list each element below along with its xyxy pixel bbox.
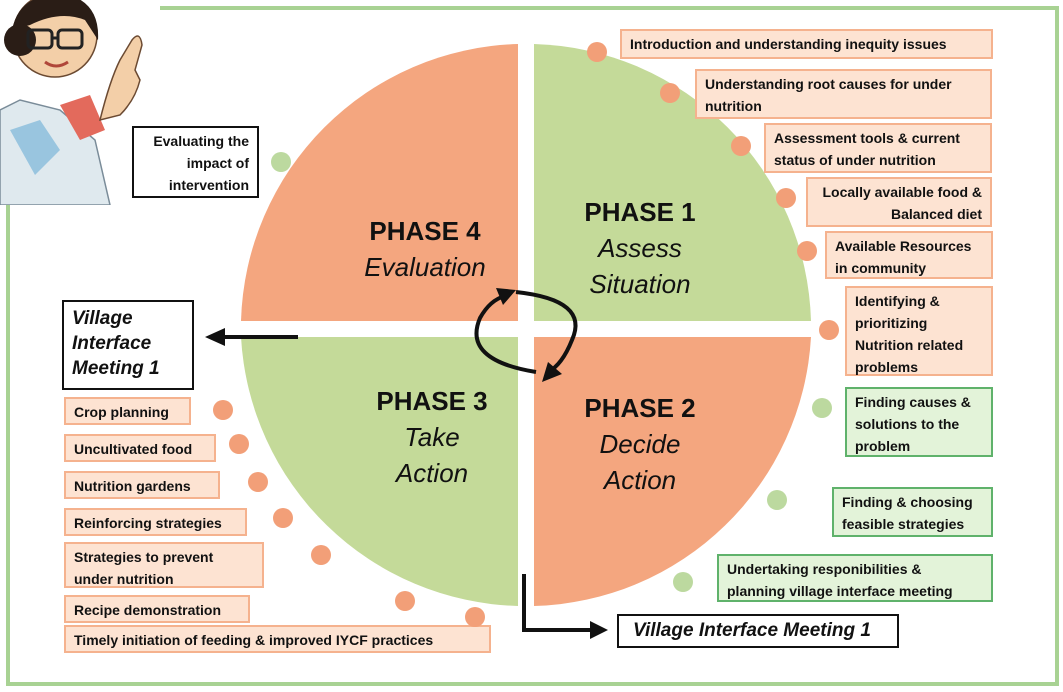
dot-marker [395, 591, 415, 611]
cycle-arrowhead-right [542, 362, 562, 382]
phase2-step-1: Finding causes & solutions to the proble… [845, 387, 993, 457]
dot-marker [213, 400, 233, 420]
arrowhead-left-meeting [205, 328, 225, 346]
phase-2-name-line2: Action [603, 465, 677, 495]
phase1-step-6: Identifying & prioritizing Nutrition rel… [845, 286, 993, 376]
dot-marker [465, 607, 485, 627]
village-meeting-left: Village Interface Meeting 1 [62, 300, 194, 390]
phase1-step-1: Introduction and understanding inequity … [620, 29, 993, 59]
dot-marker [587, 42, 607, 62]
phase2-step-2: Finding & choosing feasible strategies [832, 487, 993, 537]
dot-marker [776, 188, 796, 208]
dot-marker [273, 508, 293, 528]
dot-marker [767, 490, 787, 510]
phase3-step-4: Reinforcing strategies [64, 508, 247, 536]
dot-marker [731, 136, 751, 156]
arrowhead-bottom-meeting [590, 621, 608, 639]
phase-1-number: PHASE 1 [584, 197, 696, 227]
quadrant-phase-3 [241, 337, 518, 606]
phase1-step-2: Understanding root causes for under nutr… [695, 69, 992, 119]
phase3-step-5: Strategies to prevent under nutrition [64, 542, 264, 588]
phase3-step-3: Nutrition gardens [64, 471, 220, 499]
phase-3-name-line2: Action [395, 458, 469, 488]
quadrant-phase-2 [534, 337, 811, 606]
phase2-step-3: Undertaking responibilities & planning v… [717, 554, 993, 602]
village-meeting-bottom: Village Interface Meeting 1 [617, 614, 899, 648]
dot-marker [311, 545, 331, 565]
cycle-arrowhead-left [496, 288, 516, 305]
quadrant-phase-1 [534, 44, 811, 321]
phase1-step-3: Assessment tools & current status of und… [764, 123, 992, 173]
dot-marker [673, 572, 693, 592]
quadrant-phase-4 [241, 44, 518, 321]
phase-2-name-line1: Decide [599, 429, 681, 459]
phase-3-name-line1: Take [404, 422, 460, 452]
phase3-step-7: Timely initiation of feeding & improved … [64, 625, 491, 653]
arrow-to-bottom-meeting [522, 574, 592, 632]
dot-marker [271, 152, 291, 172]
phase-4-name-line1: Evaluation [364, 252, 486, 282]
phase3-step-2: Uncultivated food [64, 434, 216, 462]
phase-2-label: PHASE 2 Decide Action [560, 390, 720, 498]
frame-left-border [6, 205, 10, 686]
woman-pointing-illustration [0, 0, 143, 205]
dot-marker [229, 434, 249, 454]
phase1-step-5: Available Resources in community [825, 231, 993, 279]
dot-marker [819, 320, 839, 340]
frame-right-border [1055, 6, 1059, 686]
dot-marker [248, 472, 268, 492]
phase3-step-6: Recipe demonstration [64, 595, 250, 623]
phase-1-name-line1: Assess [598, 233, 682, 263]
dot-marker [797, 241, 817, 261]
cycle-arrow-left [474, 294, 537, 374]
phase-2-number: PHASE 2 [584, 393, 696, 423]
phase-1-label: PHASE 1 Assess Situation [560, 194, 720, 302]
phase-4-label: PHASE 4 Evaluation [340, 213, 510, 285]
cycle-arrow-right [515, 290, 578, 374]
phase3-step-1: Crop planning [64, 397, 191, 425]
dot-marker [812, 398, 832, 418]
phase-4-number: PHASE 4 [369, 216, 481, 246]
phase-3-number: PHASE 3 [376, 386, 488, 416]
frame-top-border [160, 6, 1058, 10]
frame-bottom-border [6, 682, 1059, 686]
phase1-step-4: Locally available food & Balanced diet [806, 177, 992, 227]
dot-marker [660, 83, 680, 103]
phase-3-label: PHASE 3 Take Action [352, 383, 512, 491]
phase4-step-1: Evaluating the impact of intervention [132, 126, 259, 198]
phase-1-name-line2: Situation [589, 269, 691, 299]
